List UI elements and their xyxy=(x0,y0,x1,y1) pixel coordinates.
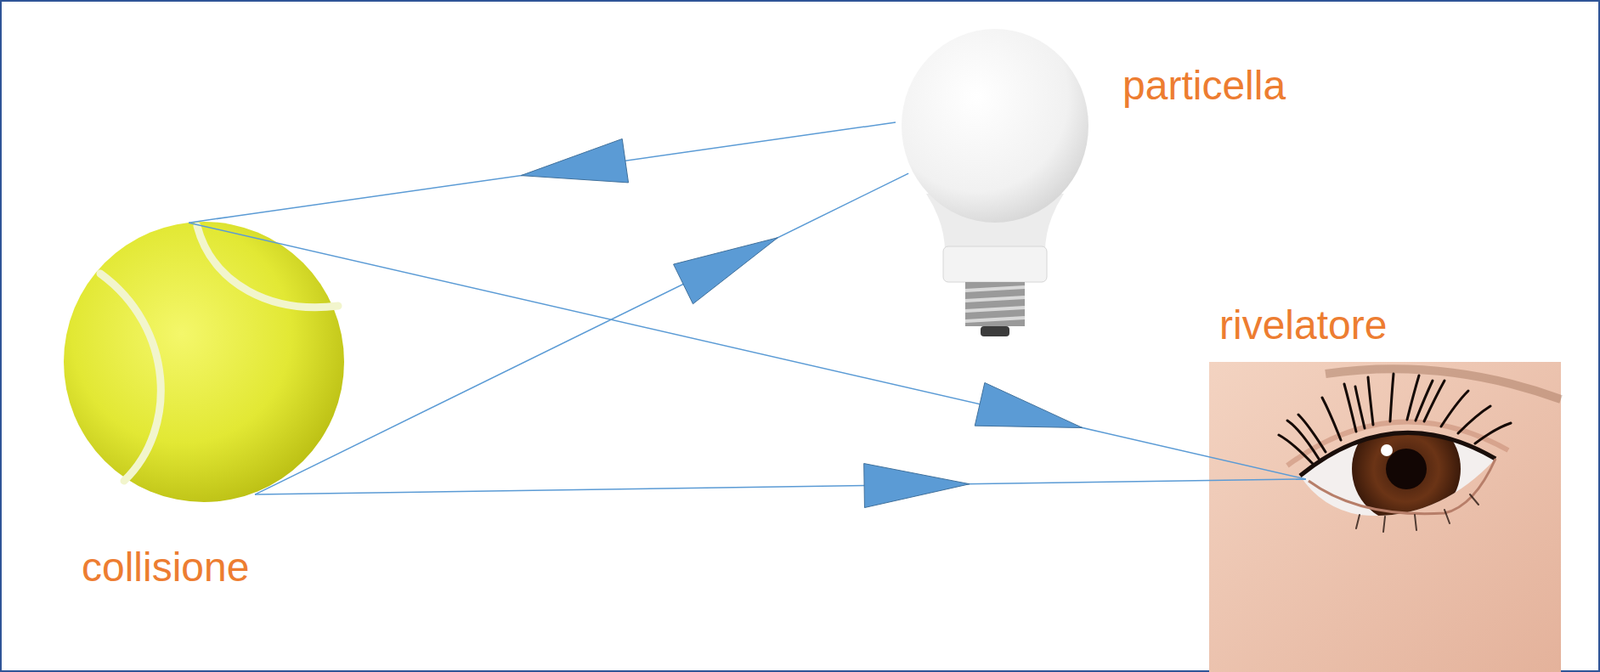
pupil xyxy=(1385,448,1427,490)
bulb-collar xyxy=(943,246,1047,283)
detector-eye: rivelatore xyxy=(1209,297,1561,672)
arrow-connector xyxy=(254,463,1307,509)
arrow-head xyxy=(864,463,970,509)
eye-photo xyxy=(1209,361,1561,672)
arrow-head xyxy=(974,382,1083,428)
lower-lashes xyxy=(1356,494,1479,532)
connector-line xyxy=(188,122,896,223)
lower-lid xyxy=(1308,458,1496,515)
light-bulb xyxy=(901,28,1089,337)
connector-line xyxy=(254,479,1307,495)
tennis-ball xyxy=(63,221,345,503)
ball-seam xyxy=(100,273,161,481)
skin xyxy=(1209,361,1561,672)
arrow-head xyxy=(673,237,779,305)
upper-lid xyxy=(1300,432,1496,476)
eyelashes xyxy=(1278,373,1511,464)
node-label: particella xyxy=(1122,65,1286,107)
collision-ball: collisione xyxy=(66,212,356,595)
node-label: collisione xyxy=(81,547,249,588)
arrow-connector xyxy=(254,173,909,495)
highlight xyxy=(1380,444,1393,457)
bulb-screw xyxy=(965,282,1025,327)
arrow-connector xyxy=(188,122,896,223)
node-label: rivelatore xyxy=(1219,305,1387,346)
ball-body xyxy=(63,221,345,503)
connector-line xyxy=(188,222,1307,480)
arrow-head xyxy=(520,138,628,182)
ball-seam xyxy=(197,226,339,308)
arrow-connector xyxy=(188,222,1307,480)
screw-thread xyxy=(965,287,1025,322)
connector-line xyxy=(254,173,909,495)
bulb-globe xyxy=(901,28,1089,223)
bulb-contact xyxy=(980,326,1010,337)
particle-bulb: particella xyxy=(895,30,1326,337)
